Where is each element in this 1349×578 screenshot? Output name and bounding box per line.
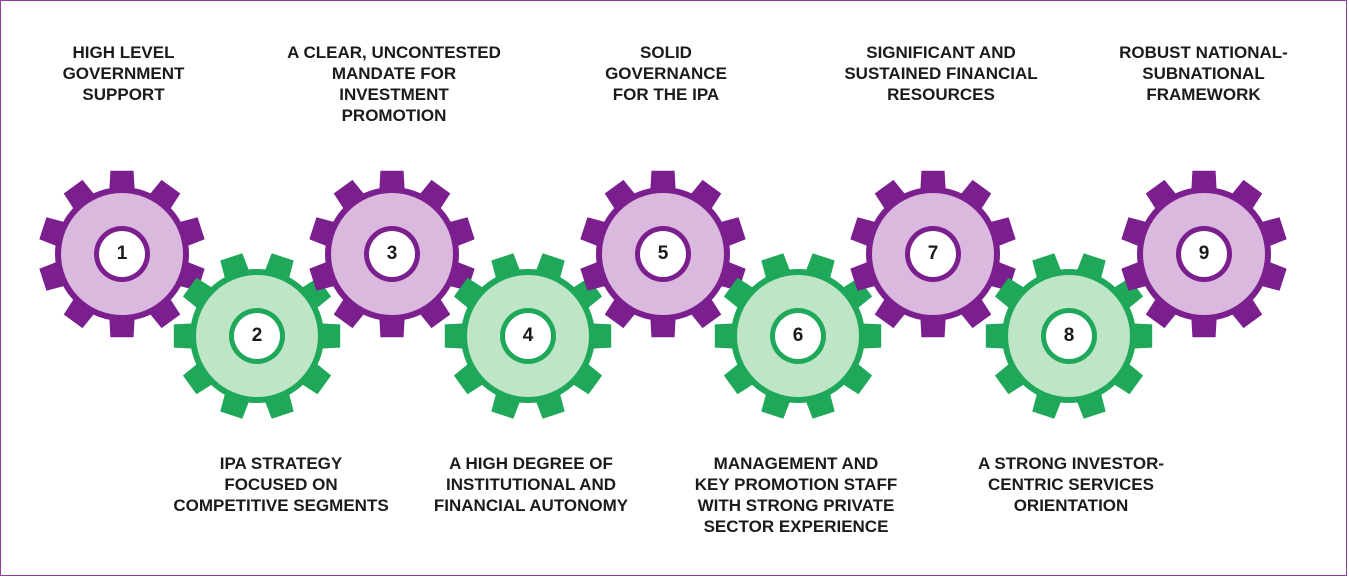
gear-number-8: 8 xyxy=(1063,325,1075,346)
label-3: A CLEAR, UNCONTESTED MANDATE FOR INVESTM… xyxy=(287,43,501,125)
gear-hub-4 xyxy=(505,313,551,359)
gear-hub-9 xyxy=(1181,231,1227,277)
gear-number-2: 2 xyxy=(251,325,263,346)
gear-number-6: 6 xyxy=(792,325,804,346)
gear-hub-5 xyxy=(640,231,686,277)
label-6: MANAGEMENT AND KEY PROMOTION STAFF WITH … xyxy=(694,454,898,536)
gear-shape-4 xyxy=(444,253,612,419)
label-9: ROBUST NATIONAL- SUBNATIONAL FRAMEWORK xyxy=(1119,43,1288,104)
gear-number-3: 3 xyxy=(386,243,398,264)
gear-shape-8 xyxy=(985,253,1153,419)
gear-hub-6 xyxy=(775,313,821,359)
gear-number-9: 9 xyxy=(1198,243,1210,264)
gear-shape-9 xyxy=(1121,170,1287,338)
gear-number-7: 7 xyxy=(927,243,939,264)
gear-hub-1 xyxy=(99,231,145,277)
gear-hub-3 xyxy=(369,231,415,277)
gear-2: 2 xyxy=(172,251,342,421)
gear-number-1: 1 xyxy=(116,243,128,264)
gear-shape-1 xyxy=(39,170,205,338)
gear-shape-2 xyxy=(173,253,341,419)
gear-8: 8 xyxy=(984,251,1154,421)
label-1: HIGH LEVEL GOVERNMENT SUPPORT xyxy=(62,43,185,104)
gear-number-5: 5 xyxy=(657,243,669,264)
label-4: A HIGH DEGREE OF INSTITUTIONAL AND FINAN… xyxy=(433,454,629,515)
gear-hub-7 xyxy=(910,231,956,277)
label-8: A STRONG INVESTOR- CENTRIC SERVICES ORIE… xyxy=(977,454,1165,515)
gear-hub-2 xyxy=(234,313,280,359)
gear-number-4: 4 xyxy=(522,325,534,346)
label-5: SOLID GOVERNANCE FOR THE IPA xyxy=(605,43,727,104)
gear-3: 3 xyxy=(307,169,477,339)
gear-shape-3 xyxy=(309,170,475,338)
gear-hub-8 xyxy=(1046,313,1092,359)
label-7: SIGNIFICANT AND SUSTAINED FINANCIAL RESO… xyxy=(844,43,1038,104)
gear-7: 7 xyxy=(848,169,1018,339)
gear-6: 6 xyxy=(713,251,883,421)
gear-shape-5 xyxy=(580,170,746,338)
gear-4: 4 xyxy=(443,251,613,421)
gear-9: 9 xyxy=(1119,169,1289,339)
label-2: IPA STRATEGY FOCUSED ON COMPETITIVE SEGM… xyxy=(173,454,389,515)
gear-shape-6 xyxy=(714,253,882,419)
gear-shape-7 xyxy=(850,170,1016,338)
gear-1: 1 xyxy=(37,169,207,339)
gear-5: 5 xyxy=(578,169,748,339)
